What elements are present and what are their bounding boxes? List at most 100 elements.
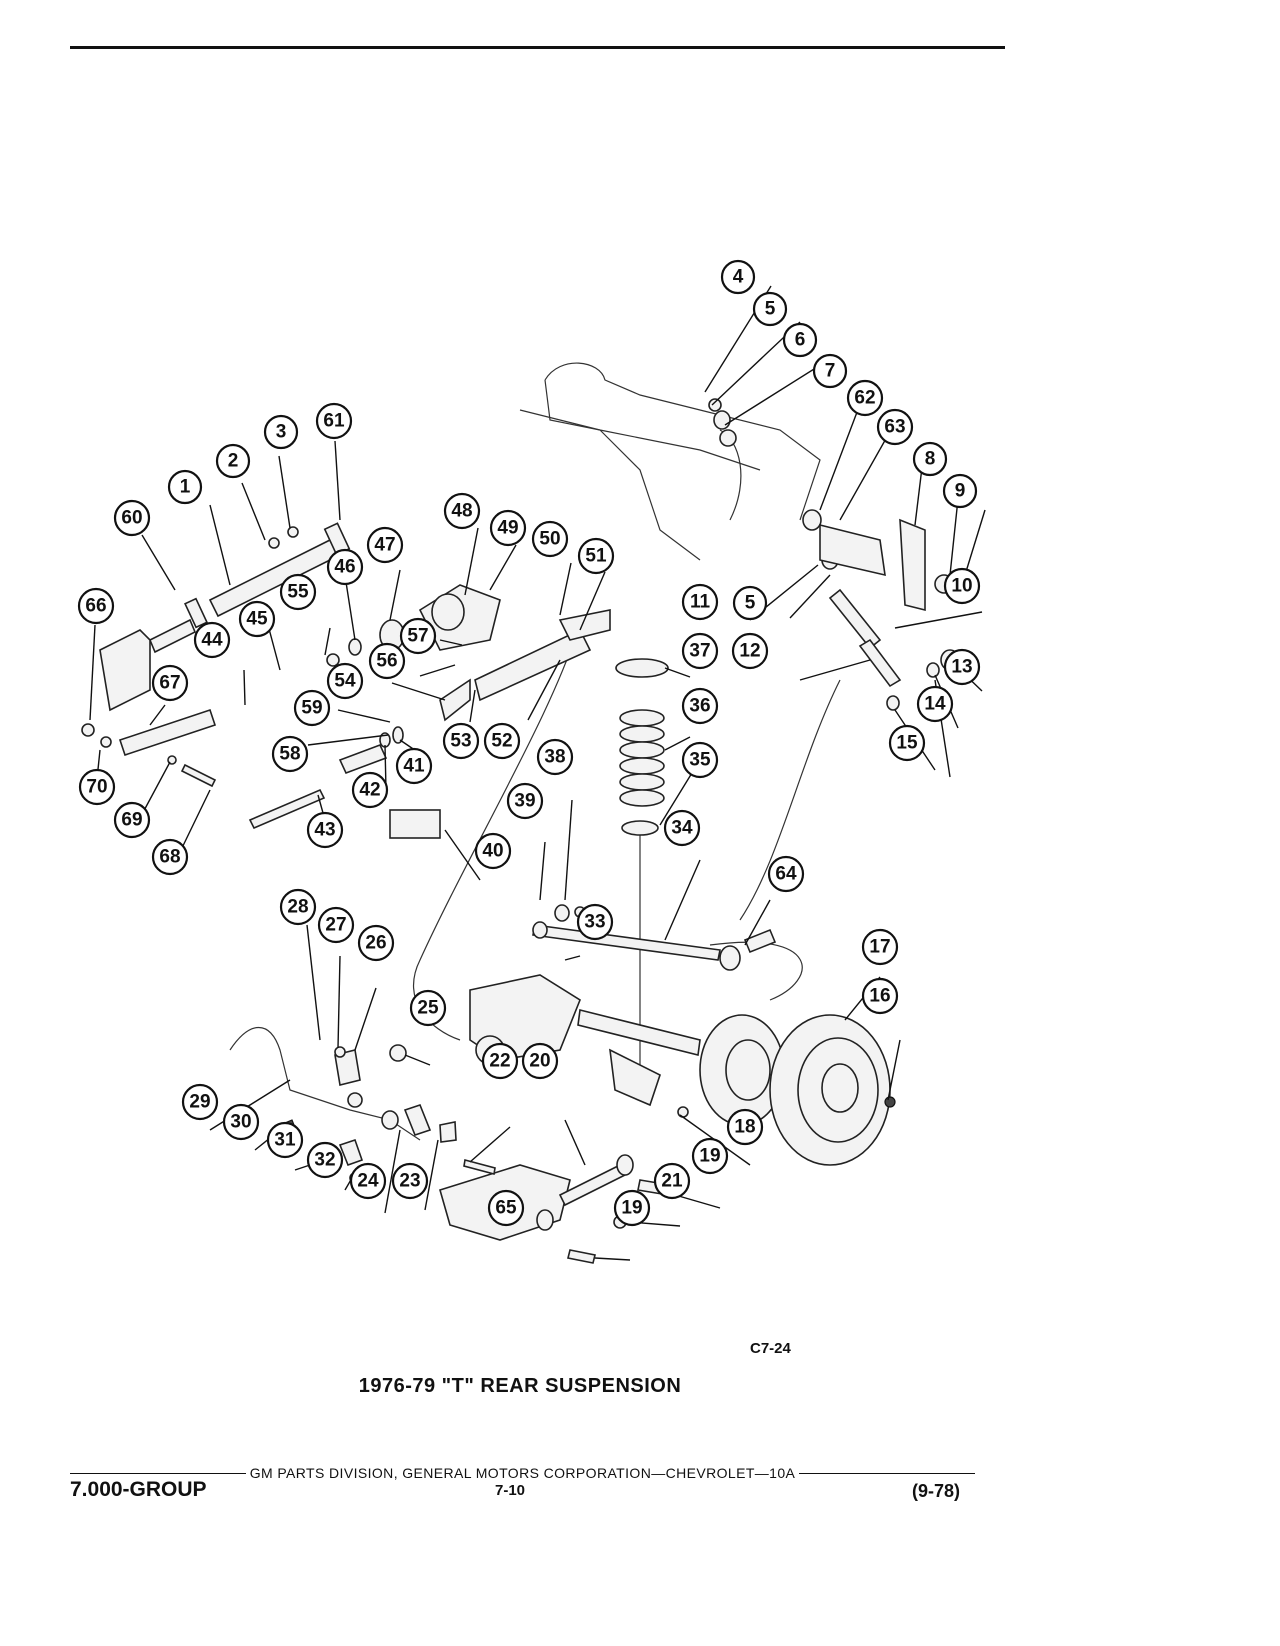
svg-text:51: 51 (585, 546, 607, 567)
callout-57: 57 (399, 617, 437, 655)
svg-text:52: 52 (491, 731, 512, 752)
callout-9: 9 (942, 473, 978, 509)
callout-31: 31 (266, 1121, 304, 1159)
svg-text:12: 12 (739, 641, 760, 662)
svg-text:45: 45 (246, 609, 268, 630)
svg-text:13: 13 (951, 657, 972, 678)
svg-text:8: 8 (925, 449, 936, 470)
svg-text:17: 17 (869, 937, 890, 958)
callout-52: 52 (483, 722, 521, 760)
svg-text:25: 25 (417, 998, 439, 1019)
callout-49: 49 (489, 509, 527, 547)
svg-text:28: 28 (287, 897, 308, 918)
callout-8: 8 (912, 441, 948, 477)
svg-text:66: 66 (85, 596, 106, 617)
svg-text:22: 22 (489, 1051, 510, 1072)
svg-text:48: 48 (451, 501, 472, 522)
svg-text:59: 59 (301, 698, 322, 719)
callout-4: 4 (720, 259, 756, 295)
callout-25: 25 (409, 989, 447, 1027)
callout-5: 5 (752, 291, 788, 327)
svg-text:21: 21 (661, 1171, 683, 1192)
svg-text:68: 68 (159, 847, 180, 868)
callout-11: 11 (681, 583, 719, 621)
svg-text:63: 63 (884, 417, 905, 438)
svg-text:40: 40 (482, 841, 503, 862)
svg-text:70: 70 (86, 777, 107, 798)
svg-text:16: 16 (869, 986, 890, 1007)
svg-text:62: 62 (854, 388, 875, 409)
callout-1: 1 (167, 469, 203, 505)
svg-text:19: 19 (621, 1198, 642, 1219)
svg-text:39: 39 (514, 791, 535, 812)
callout-22: 22 (481, 1042, 519, 1080)
svg-text:9: 9 (955, 481, 966, 502)
callout-64: 64 (767, 855, 805, 893)
svg-text:24: 24 (357, 1171, 379, 1192)
callouts: 1 2 3 4 5 5 6 7 8 9 10 11 12 13 14 15 16… (77, 259, 981, 1227)
svg-text:15: 15 (896, 733, 918, 754)
svg-text:18: 18 (734, 1117, 755, 1138)
svg-text:30: 30 (230, 1112, 251, 1133)
callout-3: 3 (263, 414, 299, 450)
svg-text:10: 10 (951, 576, 972, 597)
svg-text:57: 57 (407, 626, 428, 647)
svg-text:33: 33 (584, 912, 605, 933)
callout-35: 35 (681, 741, 719, 779)
footer-division: GM PARTS DIVISION, GENERAL MOTORS CORPOR… (249, 1465, 796, 1481)
svg-text:27: 27 (325, 915, 346, 936)
svg-text:37: 37 (689, 641, 710, 662)
svg-text:20: 20 (529, 1051, 550, 1072)
callout-45: 45 (238, 600, 276, 638)
torque-arm (248, 726, 441, 839)
callout-19: 19 (613, 1189, 651, 1227)
callout-48: 48 (443, 492, 481, 530)
callout-2: 2 (215, 443, 251, 479)
callout-59: 59 (293, 689, 331, 727)
svg-text:41: 41 (403, 756, 425, 777)
svg-text:58: 58 (279, 744, 300, 765)
callout-13: 13 (943, 648, 981, 686)
callout-65: 65 (487, 1189, 525, 1227)
callout-37: 37 (681, 632, 719, 670)
footer-group: 7.000-GROUP (70, 1478, 207, 1501)
coil-spring (615, 658, 669, 836)
callout-16: 16 (861, 977, 899, 1015)
figure-title: 1976-79 "T" REAR SUSPENSION (358, 1375, 682, 1397)
callout-21: 21 (653, 1162, 691, 1200)
callout-7: 7 (812, 353, 848, 389)
svg-text:60: 60 (121, 508, 142, 529)
footer-date: (9-78) (912, 1481, 961, 1501)
drum-and-wheel (699, 1014, 896, 1166)
callout-15: 15 (888, 724, 926, 762)
callout-30: 30 (222, 1103, 260, 1141)
svg-text:34: 34 (671, 818, 693, 839)
svg-text:54: 54 (334, 671, 356, 692)
svg-text:6: 6 (795, 330, 806, 351)
callout-39: 39 (506, 782, 544, 820)
top-rule (70, 46, 1005, 49)
svg-text:11: 11 (690, 592, 711, 613)
callout-55: 55 (279, 573, 317, 611)
callout-29: 29 (181, 1083, 219, 1121)
figure-code: C7-24 (750, 1340, 791, 1357)
svg-text:23: 23 (399, 1171, 420, 1192)
center-bearing (326, 584, 611, 722)
callout-17: 17 (861, 928, 899, 966)
callout-41: 41 (395, 747, 433, 785)
svg-text:46: 46 (334, 557, 355, 578)
callout-5: 5 (732, 585, 768, 621)
footer-division-line: GM PARTS DIVISION, GENERAL MOTORS CORPOR… (70, 1465, 976, 1481)
callout-6: 6 (782, 322, 818, 358)
callout-47: 47 (366, 526, 404, 564)
svg-text:42: 42 (359, 780, 380, 801)
callout-43: 43 (306, 811, 344, 849)
svg-text:19: 19 (699, 1146, 720, 1167)
callout-69: 69 (113, 801, 151, 839)
callout-42: 42 (351, 771, 389, 809)
callout-44: 44 (193, 621, 231, 659)
callout-58: 58 (271, 735, 309, 773)
svg-text:2: 2 (228, 451, 239, 472)
callout-68: 68 (151, 838, 189, 876)
callout-60: 60 (113, 499, 151, 537)
